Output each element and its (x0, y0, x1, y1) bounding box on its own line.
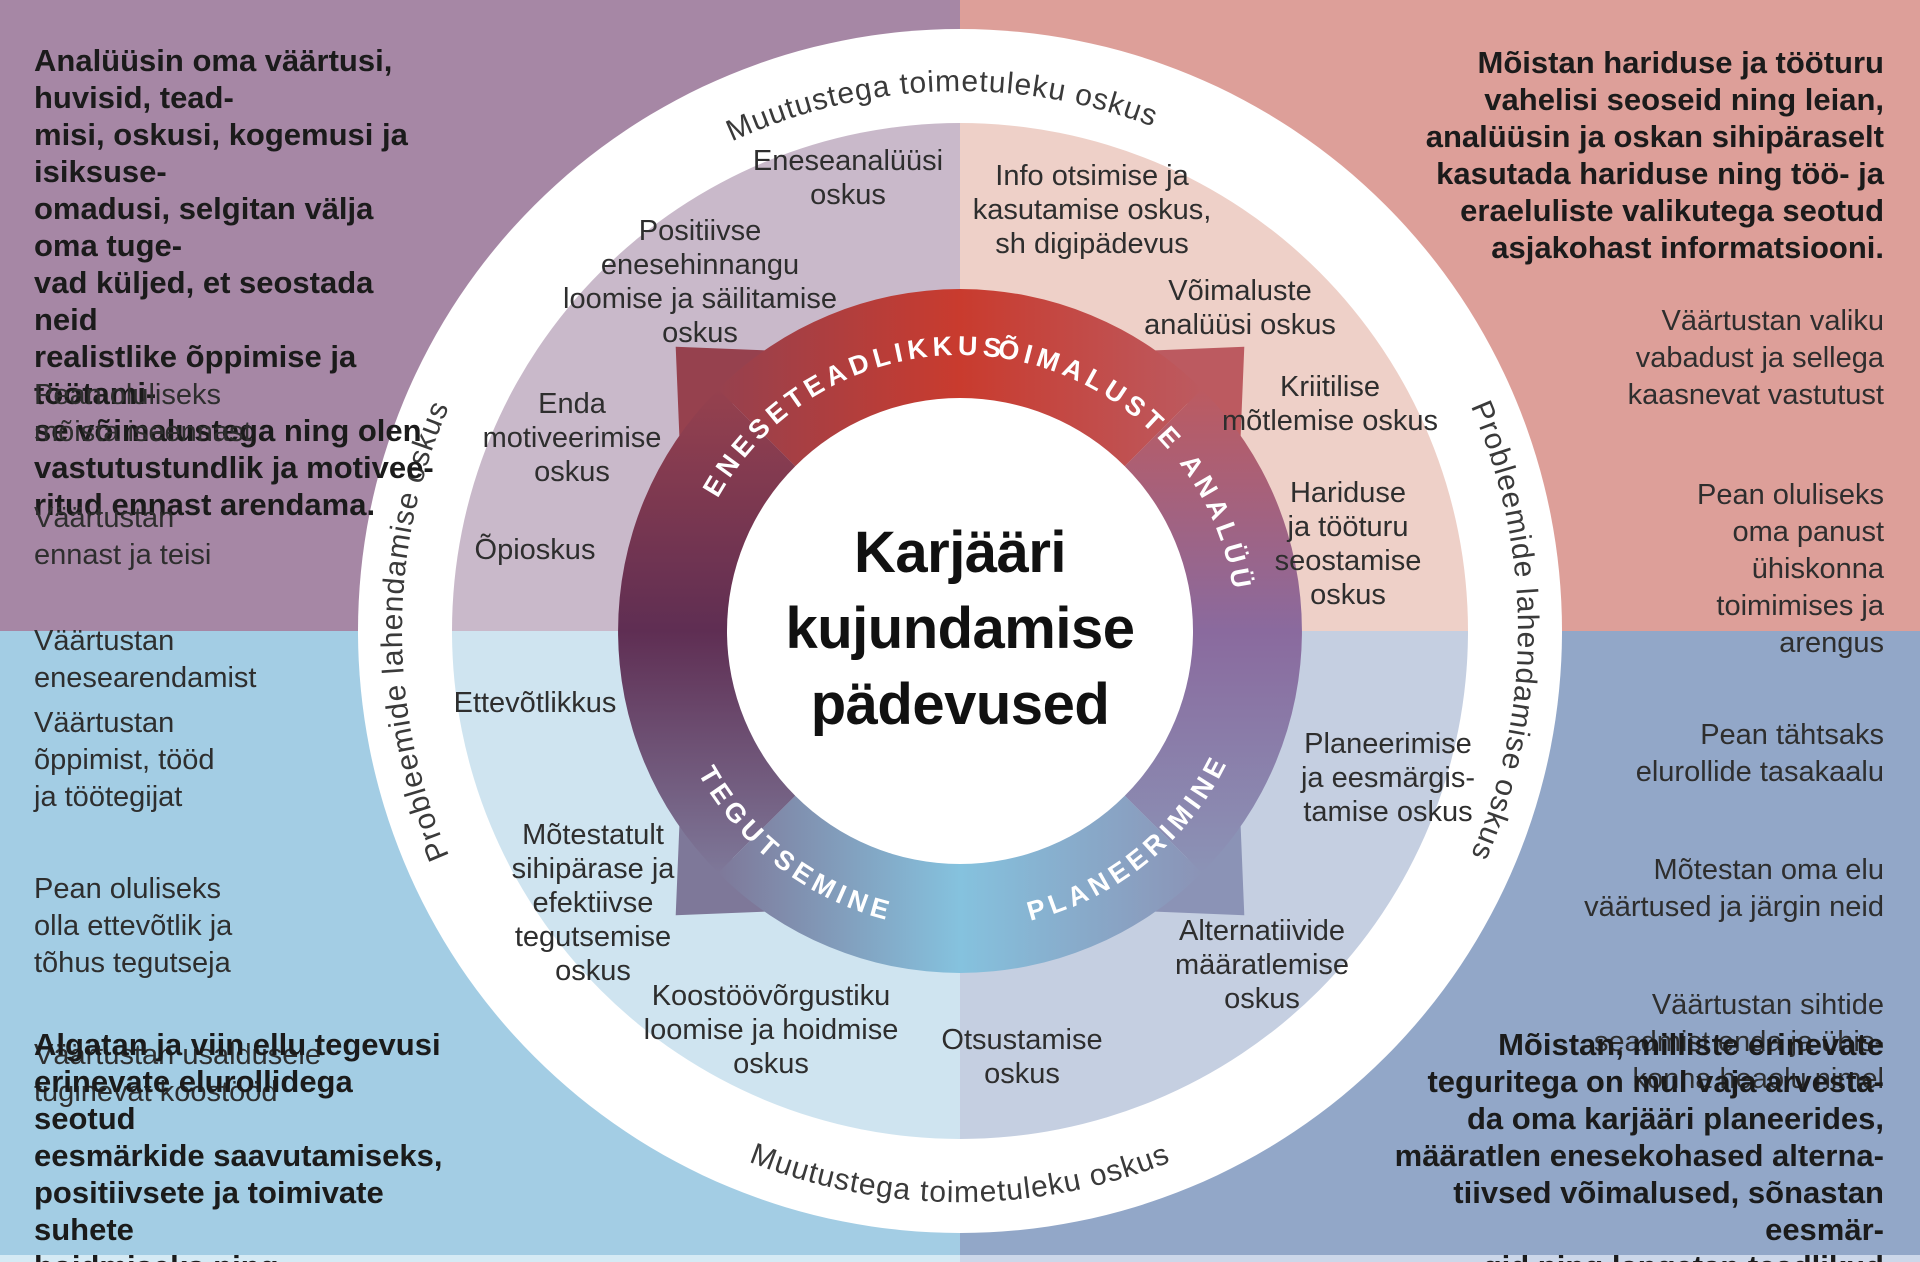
ring-segment-right (1124, 389, 1302, 873)
values-top-left: Pean oluliseks mõista iseennast Väärtust… (34, 340, 256, 746)
skill-positiivne-enesehinnang: Positiivse enesehinnangu loomise ja säil… (563, 215, 837, 349)
skill-enda-motiveerimine: Enda motiveerimise oskus (482, 388, 662, 488)
value-item: Pean oluliseks mõista iseennast (34, 379, 252, 448)
statement-bottom-left: Algatan ja viin ellu tegevusi erinevate … (34, 1027, 443, 1262)
value-item: Väärtustan enesearendamist (34, 625, 257, 694)
ring-segment-bottom (718, 795, 1202, 973)
skill-opioskus: Õpioskus (474, 534, 596, 566)
value-item: Mõtestan oma elu väärtused ja järgin nei… (1584, 854, 1884, 923)
skill-motestatud-tegutsemine: Mõtestatult sihipärase ja efektiivse teg… (511, 819, 675, 987)
skill-koostoovorgustik: Koostöövõrgustiku loomise ja hoidmise os… (643, 980, 899, 1080)
value-item: Pean oluliseks oma panust ühiskonna toim… (1697, 479, 1884, 659)
value-item: Pean oluliseks olla ettevõtlik ja tõhus … (34, 873, 233, 979)
wheel-title: Karjääri kujundamise pädevused (785, 520, 1135, 737)
skill-hariduse-tooturu-seostamine: Hariduse ja tööturu seostamise oskus (1274, 477, 1422, 611)
skill-otsustamine: Otsustamise oskus (941, 1024, 1103, 1090)
skill-voimaluste-analuus: Võimaluste analüüsi oskus (1144, 275, 1336, 341)
statement-bottom-right: Mõistan, milliste erinevate teguritega o… (1394, 1027, 1884, 1262)
skill-alternatiivide-maaratlemine: Alternatiivide määratlemise oskus (1174, 915, 1350, 1015)
values-bottom-right: Pean tähtsaks elurollide tasakaalu Mõtes… (1584, 680, 1884, 1147)
skill-kriitiline-motlemine: Kriitilise mõtlemise oskus (1222, 371, 1438, 437)
skill-eneseanaluus: Eneseanalüüsi oskus (752, 145, 944, 211)
statement-top-right: Mõistan hariduse ja tööturu vahelisi seo… (1425, 45, 1884, 265)
ring-segment-top (718, 289, 1202, 467)
value-item: Väärtustan usaldusele tuginevat koostööd (34, 1039, 321, 1108)
value-item: Väärtustan sihtide seadmist enda ja ühis… (1593, 989, 1884, 1095)
statement-top-left: Analüüsin oma väärtusi, huvisid, tead- m… (34, 43, 434, 522)
skill-info-otsimine: Info otsimise ja kasutamise oskus, sh di… (972, 160, 1212, 260)
values-top-right: Väärtustan valiku vabadust ja sellega ka… (1628, 266, 1884, 711)
values-bottom-left: Väärtustan õppimist, tööd ja töötegijat … (34, 668, 321, 1160)
bottom-edge-strip-right (960, 1255, 1920, 1262)
value-item: Pean tähtsaks elurollide tasakaalu (1635, 719, 1884, 788)
skill-planeerimine-eesmargistamine: Planeerimise ja eesmärgis- tamise oskus (1300, 728, 1476, 828)
value-item: Väärtustan õppimist, tööd ja töötegijat (34, 707, 215, 813)
ring-segment-left (618, 389, 796, 873)
value-item: Väärtustan valiku vabadust ja sellega ka… (1627, 305, 1884, 411)
center-circle (727, 398, 1193, 864)
skill-ettevotlikkus: Ettevõtlikkus (453, 687, 617, 719)
bottom-edge-strip-left (0, 1255, 960, 1262)
value-item: Väärtustan ennast ja teisi (34, 502, 212, 571)
